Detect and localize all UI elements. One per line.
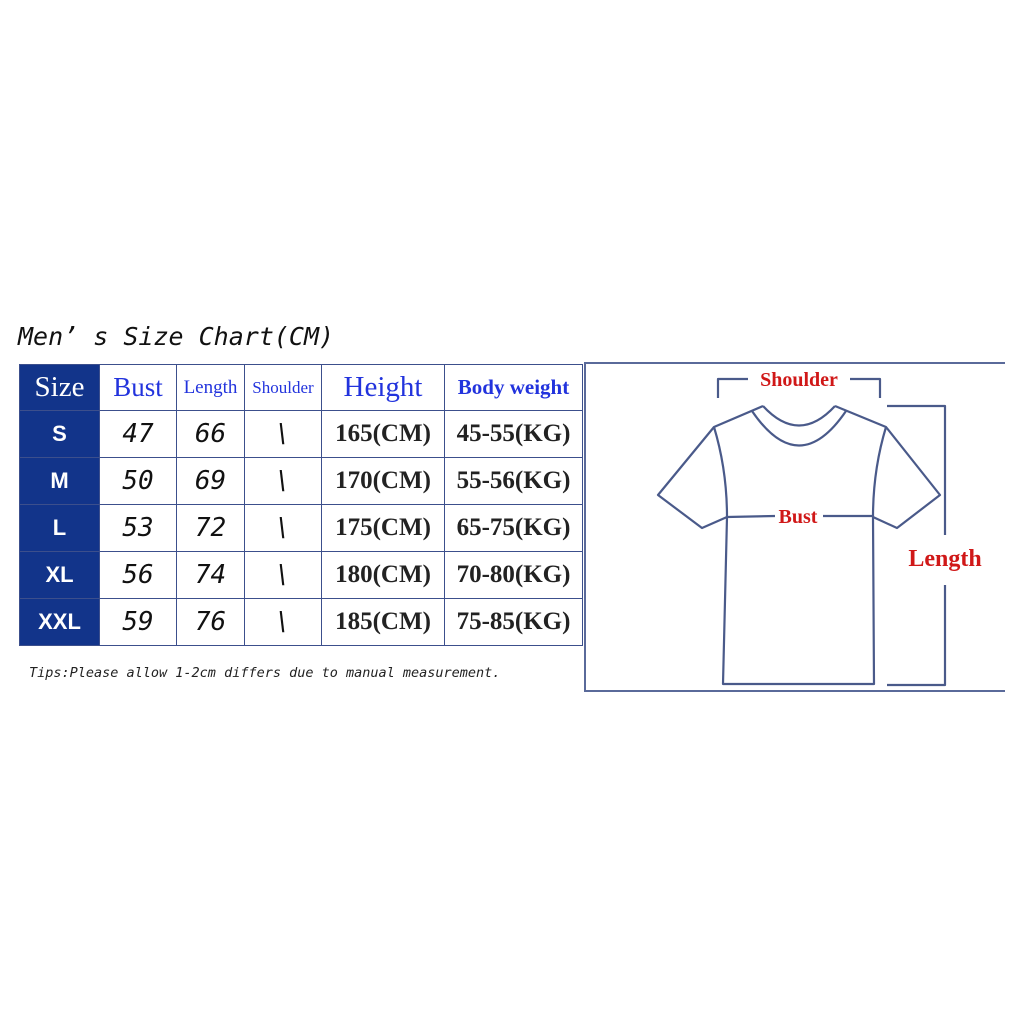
weight-cell: 55-56(KG) <box>444 457 583 505</box>
height-cell: 185(CM) <box>321 598 445 646</box>
shoulder-cell: \ <box>244 598 322 646</box>
height-cell: 180(CM) <box>321 551 445 599</box>
tips-note: Tips:Please allow 1-2cm differs due to m… <box>29 665 501 681</box>
label-bust: Bust <box>779 506 818 528</box>
shoulder-cell: \ <box>244 551 322 599</box>
shoulder-bracket <box>716 377 748 398</box>
weight-cell: 70-80(KG) <box>444 551 583 599</box>
weight-cell: 65-75(KG) <box>444 504 583 552</box>
size-cell: S <box>19 410 100 458</box>
chart-title: Men’ s Size Chart(CM) <box>18 322 335 351</box>
bust-cell: 56 <box>99 551 177 599</box>
size-table: Size Bust Length Shoulder Height Body we… <box>19 364 583 646</box>
bust-cell: 47 <box>99 410 177 458</box>
shoulder-cell: \ <box>244 504 322 552</box>
length-cell: 76 <box>176 598 245 646</box>
shoulder-cell: \ <box>244 410 322 458</box>
header-shoulder: Shoulder <box>244 364 322 411</box>
height-cell: 165(CM) <box>321 410 445 458</box>
weight-cell: 45-55(KG) <box>444 410 583 458</box>
bust-cell: 53 <box>99 504 177 552</box>
table-header-row: Size Bust Length Shoulder Height Body we… <box>19 364 583 411</box>
header-size: Size <box>19 364 100 411</box>
height-cell: 170(CM) <box>321 457 445 505</box>
size-cell: L <box>19 504 100 552</box>
bust-cell: 50 <box>99 457 177 505</box>
label-length: Length <box>908 546 981 572</box>
size-cell: M <box>19 457 100 505</box>
weight-cell: 75-85(KG) <box>444 598 583 646</box>
tshirt-outline-icon <box>656 404 942 686</box>
height-cell: 175(CM) <box>321 504 445 552</box>
size-cell: XL <box>19 551 100 599</box>
bust-cell: 59 <box>99 598 177 646</box>
label-shoulder: Shoulder <box>760 369 838 391</box>
size-cell: XXL <box>19 598 100 646</box>
diagram-frame <box>584 362 1005 692</box>
length-bracket <box>887 404 947 535</box>
shoulder-cell: \ <box>244 457 322 505</box>
header-length: Length <box>176 364 245 411</box>
